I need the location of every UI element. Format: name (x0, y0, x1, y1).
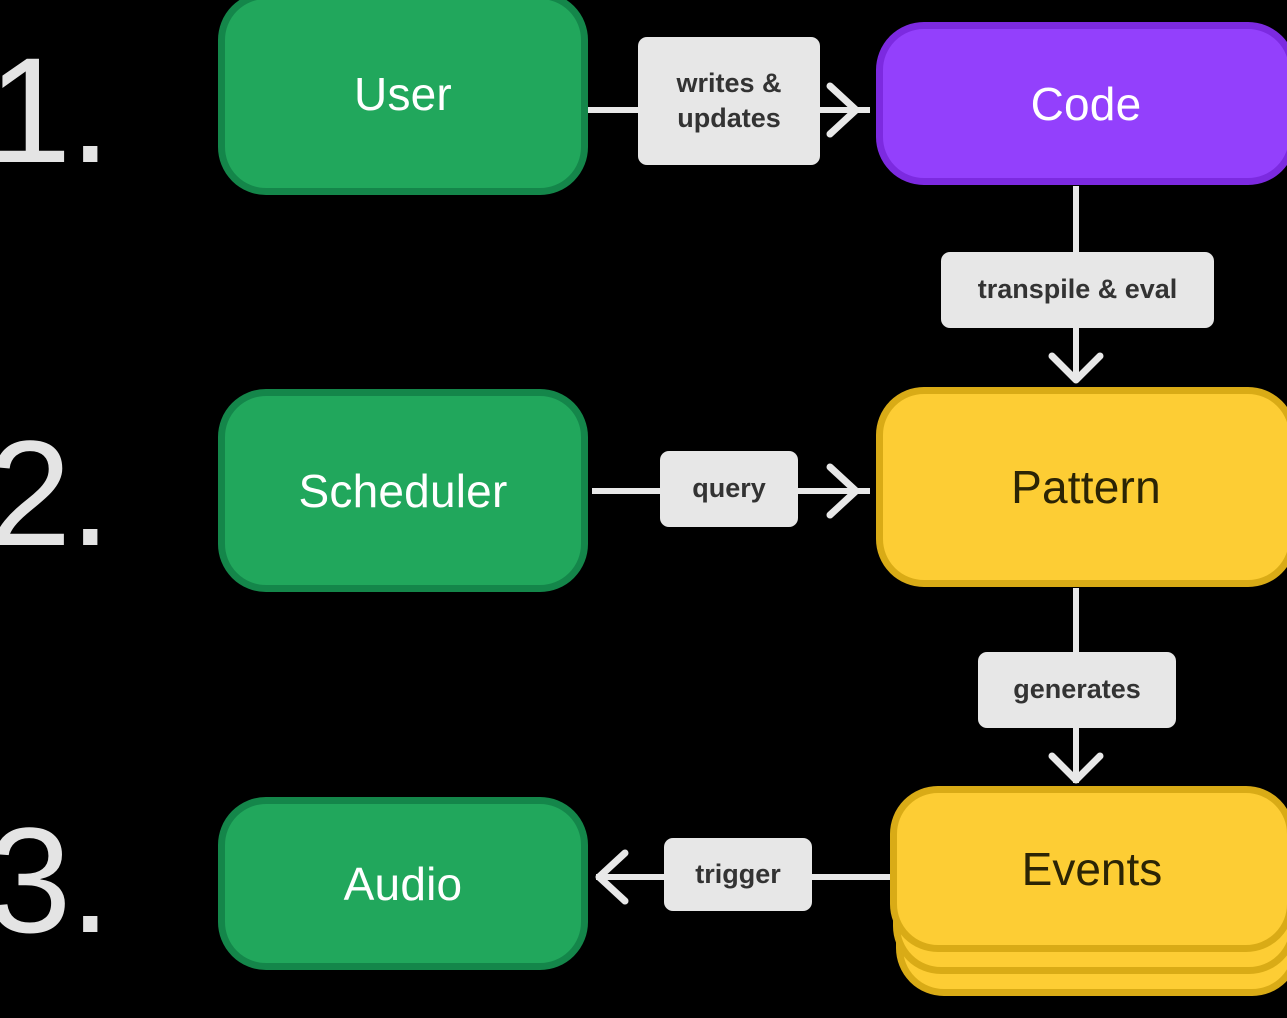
node-user[interactable]: User (218, 0, 588, 195)
edge-label-query: query (660, 451, 798, 527)
step-number-2: 2. (0, 409, 111, 577)
edge-label-trigger: trigger (664, 838, 812, 911)
step-number-1: 1. (0, 26, 111, 194)
node-code[interactable]: Code (876, 22, 1287, 185)
node-code-label: Code (1030, 77, 1142, 130)
step-number-3: 3. (0, 796, 111, 964)
node-user-label: User (354, 67, 452, 120)
edge-label-writes-updates: writes & updates (638, 37, 820, 165)
node-events-label: Events (1021, 843, 1163, 895)
node-pattern-label: Pattern (1011, 461, 1161, 513)
edge-label-generates: generates (978, 652, 1176, 728)
node-scheduler-label: Scheduler (298, 464, 508, 517)
edge-label-transpile-eval: transpile & eval (941, 252, 1214, 328)
node-audio[interactable]: Audio (218, 797, 588, 970)
node-scheduler[interactable]: Scheduler (218, 389, 588, 592)
node-events-card-front[interactable]: Events (890, 786, 1287, 952)
node-events-stack[interactable]: Events (890, 786, 1287, 1018)
node-audio-label: Audio (343, 857, 463, 910)
node-pattern[interactable]: Pattern (876, 387, 1287, 587)
